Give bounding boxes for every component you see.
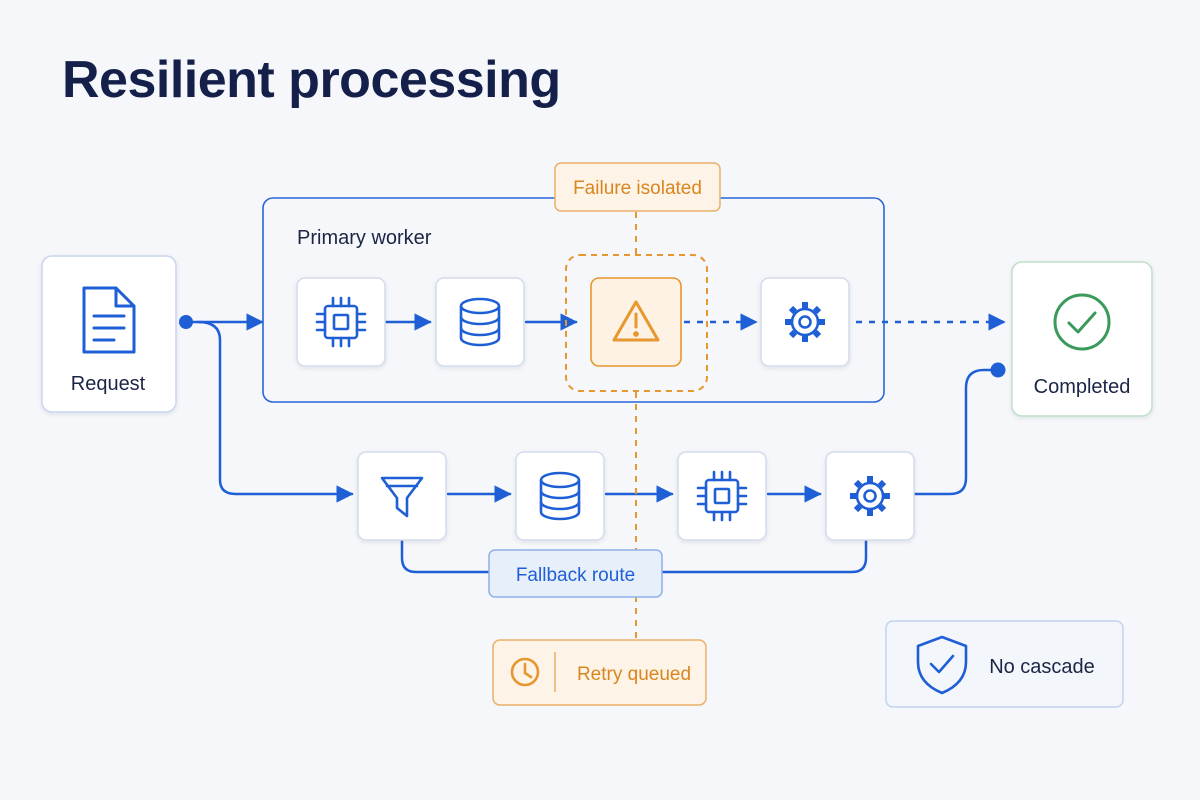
request-label: Request	[71, 373, 146, 395]
fallback-route-bracket	[400, 538, 868, 574]
filter-icon	[380, 476, 424, 518]
gear-icon	[785, 302, 825, 342]
primary-step-database[interactable]	[435, 277, 525, 367]
no-cascade-label: No cascade	[989, 656, 1095, 678]
page-title: Resilient processing	[62, 51, 561, 109]
document-icon	[82, 286, 136, 354]
fallback-step-gear[interactable]	[825, 451, 915, 541]
database-icon	[459, 297, 501, 347]
request-node[interactable]: Request	[41, 255, 177, 413]
no-cascade-badge: No cascade	[885, 620, 1124, 708]
clock-icon	[510, 657, 540, 687]
check-circle-icon	[1053, 293, 1111, 351]
retry-queued-label: Retry queued	[577, 664, 691, 685]
fallback-step-chip[interactable]	[677, 451, 767, 541]
chip-icon	[696, 470, 748, 522]
completed-input-dot	[990, 362, 1006, 378]
shield-check-icon	[916, 635, 968, 695]
failure-isolated-badge: Failure isolated	[554, 162, 721, 212]
chip-icon	[315, 296, 367, 348]
isolation-boundary	[565, 254, 708, 392]
retry-queued-badge: Retry queued	[492, 639, 707, 706]
fallback-step-filter[interactable]	[357, 451, 447, 541]
fallback-route-badge: Fallback route	[488, 549, 663, 598]
request-output-dot	[179, 315, 193, 329]
fallback-route-label: Fallback route	[516, 565, 635, 586]
gear-icon	[850, 476, 890, 516]
completed-label: Completed	[1034, 376, 1131, 398]
primary-step-warning[interactable]	[590, 277, 682, 367]
fallback-step-database[interactable]	[515, 451, 605, 541]
primary-step-gear[interactable]	[760, 277, 850, 367]
database-icon	[539, 471, 581, 521]
primary-worker-label: Primary worker	[297, 227, 432, 249]
connectors	[184, 313, 1000, 574]
connector-request-fallback	[196, 320, 354, 503]
warning-icon	[612, 300, 660, 342]
failure-isolated-label: Failure isolated	[573, 178, 702, 199]
completed-node[interactable]: Completed	[1011, 261, 1153, 417]
primary-step-chip[interactable]	[296, 277, 386, 367]
connector-fallback-completed	[912, 368, 1000, 496]
